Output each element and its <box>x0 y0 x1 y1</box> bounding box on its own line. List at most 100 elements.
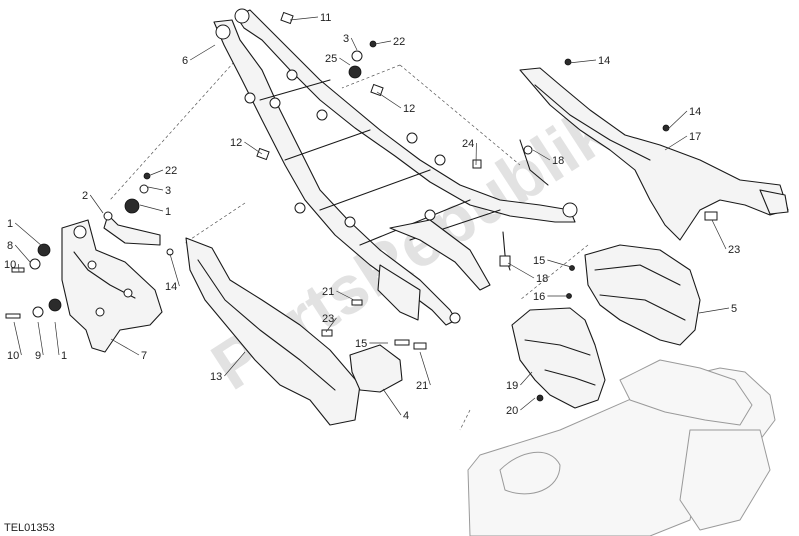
callout-number: 14 <box>165 281 177 293</box>
leader-line <box>89 194 104 214</box>
callout-number: 22 <box>393 36 405 48</box>
callout-5: 5 <box>698 303 737 315</box>
part-19-lower-shield <box>511 307 606 409</box>
callout-23: 23 <box>322 313 337 333</box>
callout-number: 2 <box>82 190 88 202</box>
callout-number: 9 <box>35 350 41 362</box>
callout-16: 16 <box>533 291 569 303</box>
callout-1: 1 <box>54 321 67 362</box>
leader-line <box>419 351 431 386</box>
background-frame-drawing <box>467 359 776 536</box>
callout-number: 23 <box>322 313 334 325</box>
callout-number: 1 <box>7 218 13 230</box>
leader-line <box>532 149 551 161</box>
callout-number: 3 <box>343 33 349 45</box>
top-hardware <box>166 11 482 256</box>
callout-number: 7 <box>141 350 147 362</box>
callout-number: 3 <box>165 185 171 197</box>
part-7-left-bracket <box>61 211 163 353</box>
callout-10: 10 <box>4 259 20 273</box>
leader-line <box>665 110 688 132</box>
callout-12: 12 <box>230 137 263 155</box>
callout-18: 18 <box>507 262 548 285</box>
callout-12: 12 <box>376 91 415 115</box>
leader-line <box>147 186 164 191</box>
leader-line <box>37 321 44 356</box>
part-13-side-cover <box>185 237 361 426</box>
callout-number: 21 <box>416 380 428 392</box>
callout-17: 17 <box>664 131 701 151</box>
callout-19: 19 <box>506 371 533 392</box>
callout-number: 15 <box>355 338 367 350</box>
callout-number: 23 <box>728 244 740 256</box>
leader-line <box>520 397 536 411</box>
callout-7: 7 <box>110 338 147 362</box>
callout-number: 12 <box>403 103 415 115</box>
callout-number: 19 <box>506 380 518 392</box>
leader-line <box>664 135 688 151</box>
callout-number: 25 <box>325 53 337 65</box>
leader-line <box>336 290 355 301</box>
callout-21: 21 <box>416 351 431 392</box>
callout-number: 18 <box>552 155 564 167</box>
leader-line <box>568 59 597 64</box>
part-6-rear-subframe <box>213 8 578 326</box>
leader-line <box>698 307 730 314</box>
callout-15: 15 <box>355 338 388 350</box>
callout-number: 20 <box>506 405 518 417</box>
part-17-right-cover <box>519 58 789 241</box>
callout-number: 15 <box>533 255 545 267</box>
callout-number: 10 <box>7 350 19 362</box>
callout-18: 18 <box>532 149 564 167</box>
leader-line <box>507 262 535 279</box>
callout-number: 4 <box>403 410 409 422</box>
callout-number: 1 <box>61 350 67 362</box>
leader-line <box>169 253 180 287</box>
leader-line <box>13 321 22 356</box>
callout-10: 10 <box>7 321 22 362</box>
callout-11: 11 <box>289 12 331 24</box>
callout-14: 14 <box>568 55 610 67</box>
callout-24: 24 <box>462 138 477 166</box>
callout-4: 4 <box>382 388 409 422</box>
leader-line <box>224 351 246 377</box>
part-18-clips <box>499 139 549 271</box>
callout-1: 1 <box>7 218 43 247</box>
callout-number: 18 <box>536 273 548 285</box>
leader-line <box>376 91 402 109</box>
leader-line <box>244 141 263 155</box>
callout-number: 12 <box>230 137 242 149</box>
callout-8: 8 <box>7 240 31 263</box>
callout-number: 22 <box>165 165 177 177</box>
leader-line <box>325 317 337 333</box>
leader-line <box>374 40 392 45</box>
callout-21: 21 <box>322 286 355 301</box>
callout-6: 6 <box>182 44 216 67</box>
leader-line <box>14 222 43 247</box>
part-4-small-bracket <box>321 299 427 393</box>
callout-14: 14 <box>165 253 180 293</box>
leader-line <box>139 204 164 212</box>
callout-25: 25 <box>325 53 351 66</box>
leader-line <box>350 37 358 51</box>
callout-number: 1 <box>165 206 171 218</box>
leader-line <box>14 244 31 263</box>
callout-number: 10 <box>4 259 16 271</box>
callout-23: 23 <box>711 219 740 256</box>
left-hardware <box>5 172 151 319</box>
leader-line <box>289 16 319 21</box>
callout-number: 13 <box>210 371 222 383</box>
callout-number: 21 <box>322 286 334 298</box>
callout-20: 20 <box>506 397 536 417</box>
callout-number: 14 <box>689 106 701 118</box>
assembly-guide-lines <box>109 61 589 431</box>
leader-line <box>190 44 216 61</box>
leader-line <box>54 321 60 356</box>
callout-2: 2 <box>82 190 104 214</box>
leader-line <box>547 259 572 268</box>
callout-22: 22 <box>147 165 177 177</box>
callout-15: 15 <box>533 255 572 268</box>
callout-14: 14 <box>665 106 701 132</box>
